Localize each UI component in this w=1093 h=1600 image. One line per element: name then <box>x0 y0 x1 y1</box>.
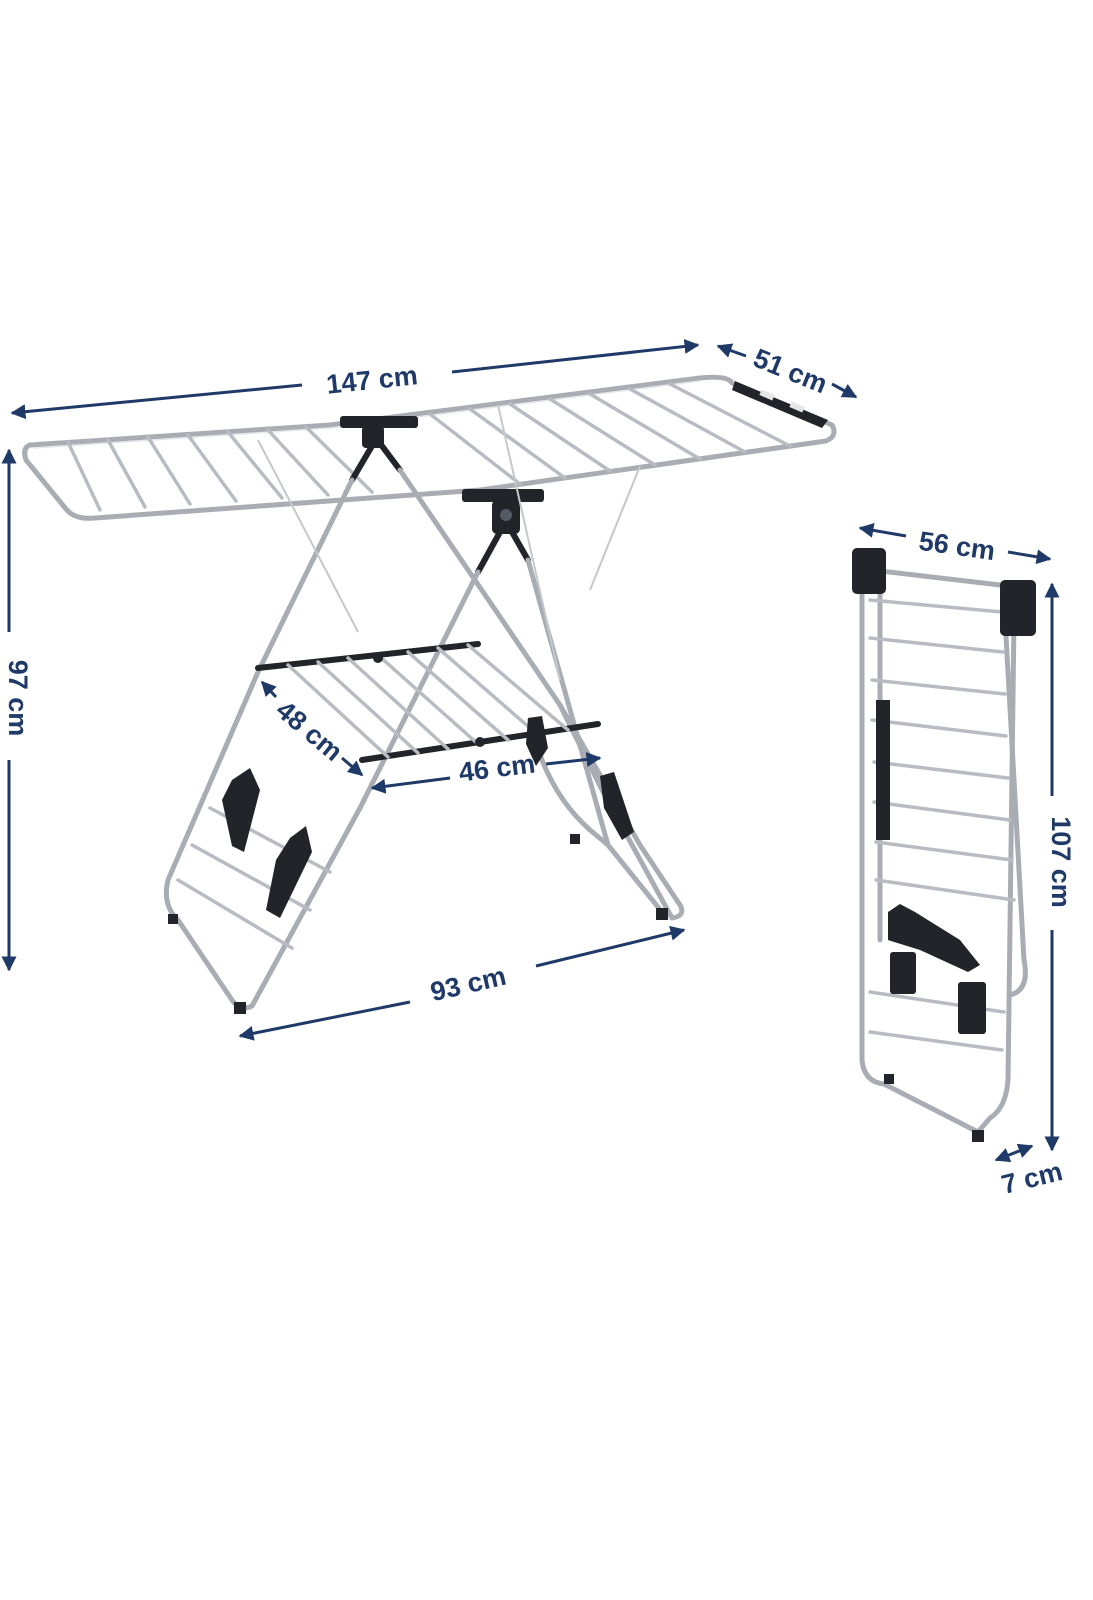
clip-right-2 <box>600 772 634 840</box>
folded-drying-rack <box>852 548 1036 1142</box>
clip-left-2 <box>266 826 312 918</box>
clip-left-1 <box>222 768 260 852</box>
top-wing-slats-right <box>428 382 792 486</box>
hinge-bracket-front <box>462 489 544 534</box>
label-56cm: 56 cm <box>917 526 997 566</box>
dimension-7cm: 7 cm <box>994 1143 1066 1200</box>
label-107cm: 107 cm <box>1046 816 1076 908</box>
label-7cm: 7 cm <box>999 1156 1066 1200</box>
dimension-93cm: 93 cm <box>238 925 686 1041</box>
label-147cm: 147 cm <box>325 360 419 399</box>
dimension-56cm: 56 cm <box>858 522 1052 566</box>
label-97cm: 97 cm <box>3 660 33 737</box>
lower-shelf <box>255 641 601 763</box>
label-46cm: 46 cm <box>457 748 537 787</box>
dimension-147cm: 147 cm <box>10 339 700 420</box>
dimension-48cm: 48 cm <box>260 680 364 777</box>
top-wing-slats-left <box>66 425 374 512</box>
clip-right-1 <box>526 716 548 766</box>
top-end-cap <box>732 381 828 428</box>
label-48cm: 48 cm <box>270 695 348 767</box>
open-drying-rack <box>22 374 837 1014</box>
dimension-97cm: 97 cm <box>1 448 33 972</box>
hinge-bracket-rear <box>340 416 418 448</box>
label-93cm: 93 cm <box>428 961 509 1007</box>
dimension-107cm: 107 cm <box>1044 582 1076 1152</box>
